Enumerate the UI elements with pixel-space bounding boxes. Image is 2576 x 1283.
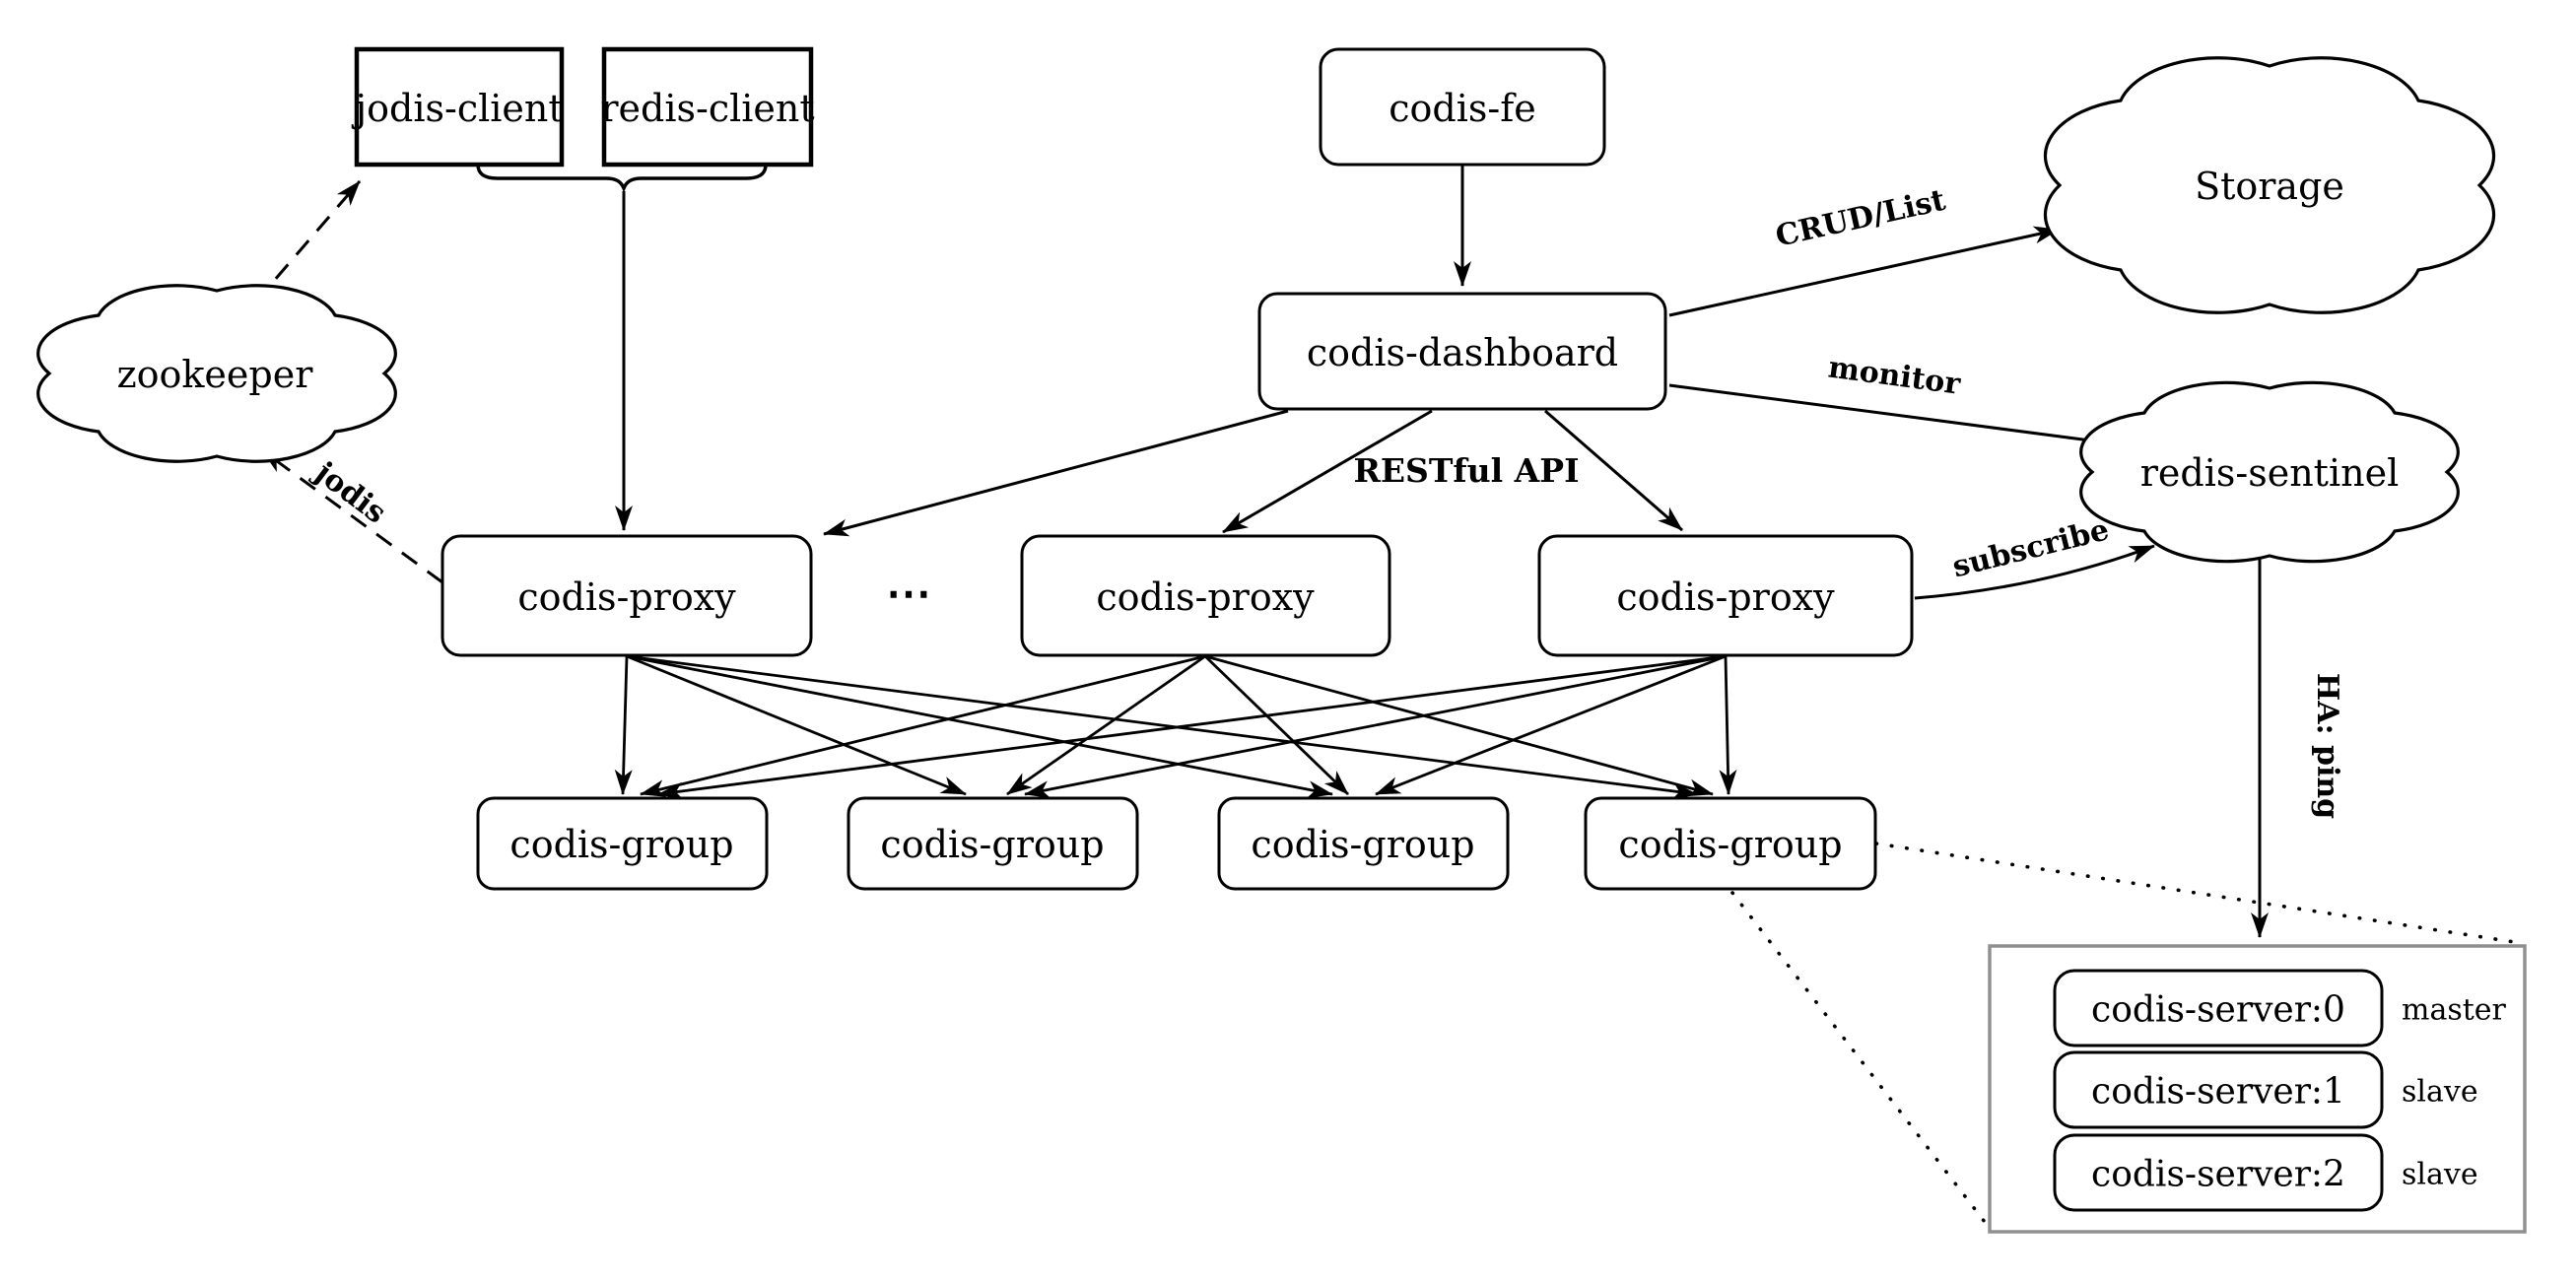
server-box: codis-server:0 master codis-server:1 sla…: [1988, 944, 2527, 1234]
codis-dashboard-box: [1257, 292, 1667, 411]
edge-proxy2-group3: [1204, 654, 1349, 796]
ha-ping-edge-label: HA: ping: [2310, 673, 2344, 819]
edges: [253, 163, 2523, 1228]
codis-server-1-label: codis-server:1: [2091, 1072, 2345, 1113]
redis-sentinel-label: redis-sentinel: [2140, 451, 2399, 495]
codis-fe-node: codis-fe: [1319, 47, 1606, 167]
codis-proxy-2-label: codis-proxy: [1096, 575, 1315, 619]
client-nodes: jodis-client redis-client: [351, 46, 815, 168]
codis-server-1-box: [2053, 1050, 2384, 1129]
dotted-group4-to-serverbox-top: [1874, 842, 2523, 945]
edge-zookeeper-to-jodis-client: [253, 180, 362, 304]
codis-proxy-1-label: codis-proxy: [517, 575, 736, 619]
codis-group-3-label: codis-group: [1251, 823, 1474, 866]
codis-group-4-label: codis-group: [1618, 823, 1842, 866]
edge-proxy1-to-zookeeper: [261, 448, 443, 584]
codis-server-0-label: codis-server:0: [2091, 990, 2345, 1031]
edge-proxy2-group2: [1006, 654, 1206, 796]
clients-brace: [476, 163, 768, 193]
codis-proxy-3-label: codis-proxy: [1616, 575, 1835, 619]
codis-server-0-box: [2053, 969, 2384, 1047]
group-nodes: codis-group codis-group codis-group codi…: [476, 796, 1877, 891]
codis-server-2-box: [2053, 1133, 2384, 1212]
edge-dashboard-to-proxy1: [823, 409, 1289, 537]
codis-server-2-role: slave: [2402, 1158, 2478, 1192]
edge-proxy3-group2: [1024, 654, 1727, 799]
redis-client-label: redis-client: [600, 87, 814, 130]
codis-fe-box: [1319, 47, 1606, 167]
storage-cloud: [2043, 56, 2496, 314]
redis-sentinel-cloud: [2079, 380, 2460, 564]
codis-group-2-box: [847, 796, 1139, 891]
edge-dashboard-to-proxy2: [1222, 409, 1433, 534]
codis-fe-label: codis-fe: [1389, 87, 1536, 130]
edge-proxy3-group3: [1375, 654, 1727, 796]
proxy-nodes: codis-proxy ⋯ codis-proxy codis-proxy: [441, 534, 1914, 657]
edge-dashboard-to-proxy3: [1544, 409, 1683, 532]
restful-api-edge-label: RESTful API: [1353, 451, 1579, 490]
codis-group-1-box: [476, 796, 769, 891]
jodis-client-label: jodis-client: [351, 87, 563, 130]
clouds: zookeeper Storage redis-sentinel: [36, 56, 2496, 564]
edge-proxy3-group4: [1719, 655, 1737, 795]
codis-proxy-3-box: [1537, 534, 1914, 657]
edge-dashboard-to-sentinel: [1668, 383, 2114, 449]
storage-label: Storage: [2195, 165, 2344, 208]
codis-group-3-box: [1217, 796, 1510, 891]
dotted-group4-to-serverbox-bottom: [1730, 891, 1990, 1228]
codis-group-1-label: codis-group: [509, 823, 733, 866]
edge-proxy1-group3: [626, 654, 1333, 799]
edge-proxy1-group1: [614, 655, 633, 795]
edge-proxy1-group2: [626, 654, 967, 796]
codis-dashboard-label: codis-dashboard: [1307, 331, 1618, 374]
zookeeper-label: zookeeper: [117, 353, 314, 396]
codis-group-2-label: codis-group: [880, 823, 1104, 866]
jodis-client-box: [354, 46, 565, 168]
codis-dashboard-node: codis-dashboard: [1257, 292, 1667, 411]
codis-proxy-2-box: [1020, 534, 1391, 657]
zookeeper-cloud: [36, 284, 397, 463]
edge-proxy3-group1: [657, 654, 1727, 800]
edge-dashboard-to-storage: [1668, 226, 2060, 317]
edge-proxy2-group1: [640, 654, 1206, 797]
edge-proxy3-to-sentinel: [1914, 544, 2155, 600]
codis-group-4-box: [1584, 796, 1877, 891]
codis-server-2-label: codis-server:2: [2091, 1155, 2345, 1195]
codis-server-0-role: master: [2402, 993, 2507, 1028]
edge-proxy1-group4: [626, 654, 1698, 800]
proxy-ellipsis: ⋯: [886, 567, 937, 620]
codis-server-1-role: slave: [2402, 1075, 2478, 1110]
codis-proxy-1-box: [441, 534, 813, 657]
edge-proxy2-group4: [1204, 654, 1714, 797]
proxy-group-mesh: [614, 654, 1737, 800]
redis-client-box: [601, 46, 814, 168]
